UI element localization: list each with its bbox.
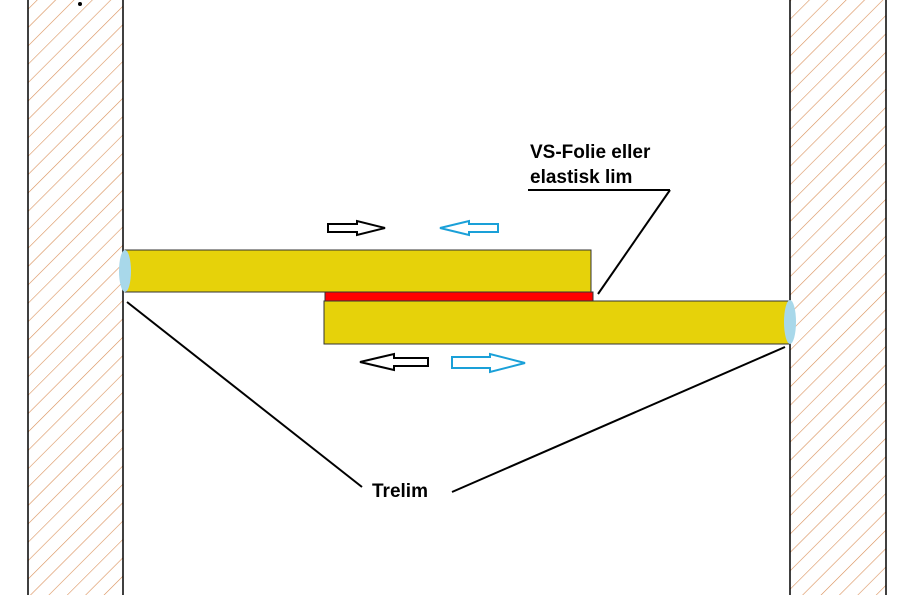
glue-leader-left <box>126 301 363 488</box>
foil-label-line2: elastisk lim <box>530 167 633 188</box>
glue-label: Trelim <box>372 481 428 502</box>
arrow-left-black-icon <box>359 352 429 372</box>
upper-board <box>124 249 592 293</box>
foil-leader-line <box>597 189 671 295</box>
glue-leader-right <box>451 346 786 493</box>
foil-label-line1: VS-Folie eller <box>530 142 651 163</box>
arrow-right-black-icon <box>327 219 386 237</box>
foil-layer <box>324 291 594 302</box>
arrow-left-blue-icon <box>439 219 499 237</box>
left-wall <box>27 0 124 595</box>
right-wall <box>789 0 887 595</box>
lower-board <box>323 300 791 345</box>
arrow-right-blue-icon <box>451 352 526 374</box>
glue-joint-right <box>784 300 796 344</box>
glue-joint-left <box>119 250 131 292</box>
